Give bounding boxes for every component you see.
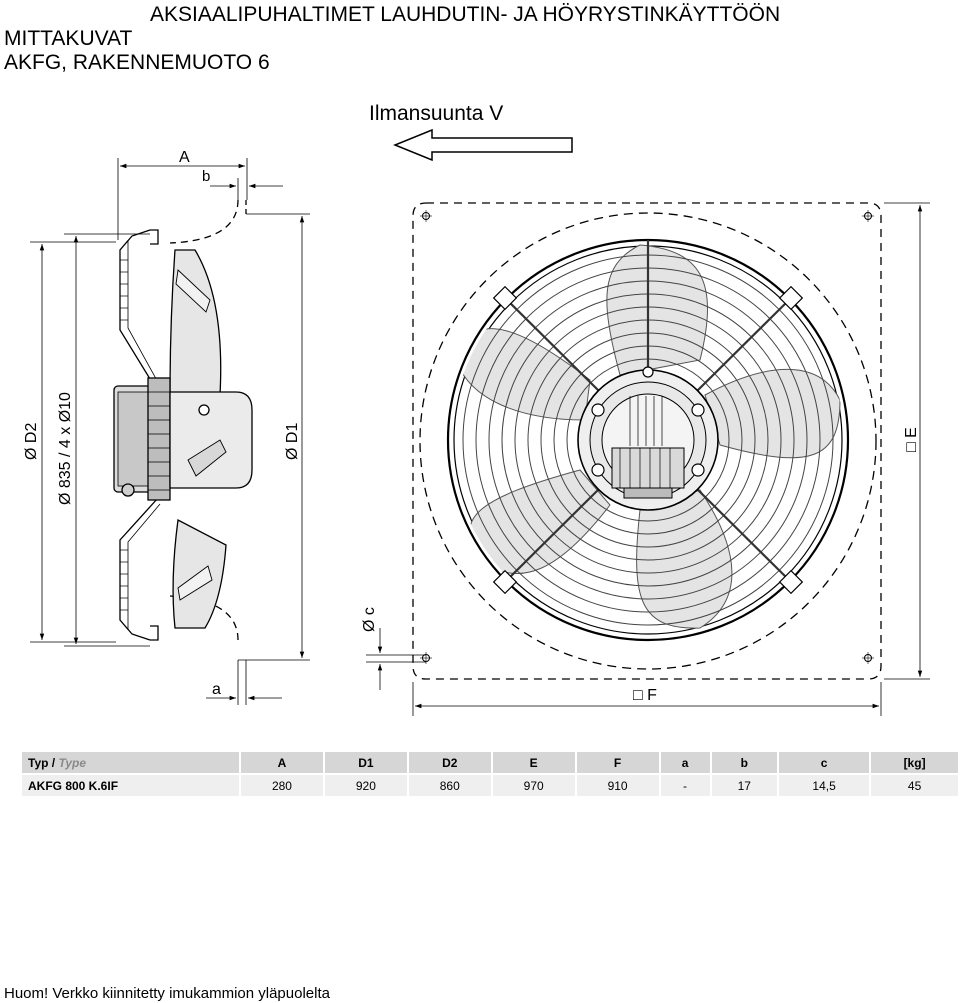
dim-d1-label: Ø D1 (284, 423, 301, 460)
dim-a-upper-label: A (179, 149, 190, 166)
col-kg-header: [kg] (870, 752, 960, 774)
cell-e: 970 (491, 773, 577, 796)
cell-b: 17 (710, 773, 780, 796)
airflow-label: Ilmansuunta V (369, 102, 503, 125)
col-c-header: c (778, 752, 872, 774)
technical-drawing: Ilmansuunta V (23, 102, 930, 716)
dim-b-label: b (202, 168, 210, 185)
table-row: AKFG 800 K.6IF 280 920 860 970 910 - 17 … (22, 773, 960, 796)
col-a-small-header: a (659, 752, 712, 774)
dim-d2-label: Ø D2 (23, 423, 40, 460)
col-b-header: b (710, 752, 780, 774)
dim-e-label: □ E (903, 427, 920, 452)
type-fi-label: Typ / (28, 755, 56, 770)
dim-c-label: Ø c (361, 607, 378, 632)
col-f-header: F (575, 752, 661, 774)
airflow-arrow-icon (393, 128, 573, 162)
dim-a-lower-label: a (212, 681, 221, 698)
type-en-label: Type (58, 755, 87, 770)
dim-f-label: □ F (633, 687, 657, 704)
page-title: AKSIAALIPUHALTIMET LAUHDUTIN- JA HÖYRYST… (150, 3, 781, 26)
cell-a-small: - (659, 773, 712, 796)
dim-holes-label: Ø 835 / 4 x Ø10 (57, 392, 74, 505)
model-line: AKFG, RAKENNEMUOTO 6 (4, 51, 270, 74)
footer-note: Huom! Verkko kiinnitetty imukammion yläp… (4, 985, 330, 1002)
table-header-row: Typ / Type A D1 D2 E F a b c [kg] (22, 752, 960, 774)
page-subtitle: MITTAKUVAT (4, 27, 133, 50)
cell-f: 910 (575, 773, 661, 796)
cell-d2: 860 (407, 773, 493, 796)
spec-table: Typ / Type A D1 D2 E F a b c [kg] AKFG 8… (22, 752, 960, 796)
col-d2-header: D2 (407, 752, 493, 774)
cell-c: 14,5 (778, 773, 872, 796)
cell-a: 280 (240, 773, 325, 796)
cell-type: AKFG 800 K.6IF (22, 773, 241, 796)
front-view (366, 202, 930, 716)
col-e-header: E (491, 752, 577, 774)
cell-d1: 920 (323, 773, 409, 796)
col-d1-header: D1 (323, 752, 409, 774)
cell-kg: 45 (870, 773, 960, 796)
col-a-header: A (240, 752, 325, 774)
side-view (30, 158, 310, 705)
col-type-header: Typ / Type (22, 752, 241, 774)
